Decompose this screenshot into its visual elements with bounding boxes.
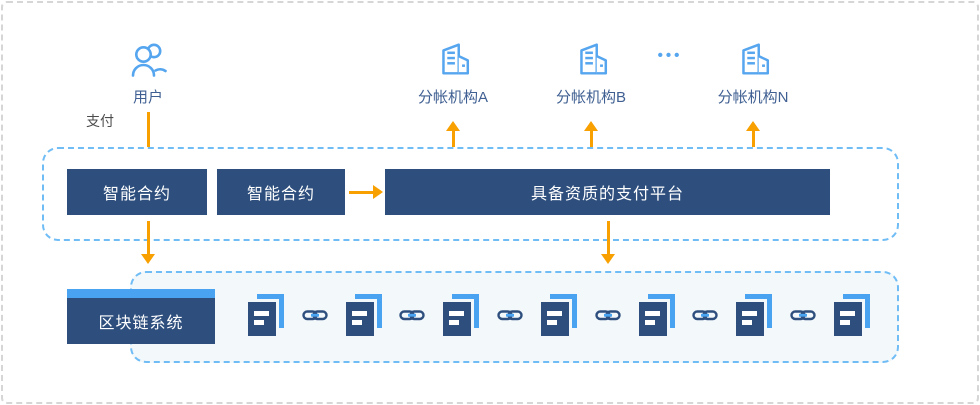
- building-icon-n: [732, 38, 774, 80]
- arrow-contract-to-blockchain: [141, 221, 155, 264]
- blockchain-system-box: 区块链系统: [67, 289, 215, 344]
- chain-link-icon: [692, 307, 719, 323]
- block-icon: [736, 294, 773, 336]
- arrow-contract-to-platform: [349, 185, 383, 199]
- blockchain-system-label: 区块链系统: [67, 298, 215, 344]
- institution-b-label: 分帐机构B: [555, 89, 626, 106]
- chain-link-icon: [497, 307, 523, 323]
- chain-link-icon: [302, 307, 328, 323]
- building-icon-b: [570, 38, 612, 80]
- block-icon: [833, 294, 870, 336]
- institutions-ellipsis: •••: [657, 47, 683, 64]
- user-label: 用户: [132, 89, 163, 106]
- payment-platform-box: 具备资质的支付平台: [385, 169, 830, 215]
- chain-link-icon: [790, 307, 816, 323]
- smart-contract-box-a: 智能合约: [67, 169, 207, 215]
- block-icon: [443, 294, 480, 336]
- blockchain-chain: [248, 281, 870, 349]
- institution-n-label: 分帐机构N: [717, 89, 789, 106]
- smart-contract-box-b: 智能合约: [217, 169, 345, 215]
- chain-link-icon: [399, 307, 426, 323]
- arrow-platform-to-blockchain: [601, 221, 615, 264]
- user-icon: [126, 38, 170, 82]
- blockchain-box-stripe: [67, 289, 215, 298]
- building-icon-a: [432, 38, 474, 80]
- chain-link-icon: [595, 307, 621, 323]
- payment-label: 支付: [86, 113, 114, 129]
- block-icon: [540, 294, 577, 336]
- block-icon: [345, 294, 382, 336]
- block-icon: [248, 294, 284, 336]
- block-icon: [638, 294, 675, 336]
- institution-a-label: 分帐机构A: [417, 89, 488, 106]
